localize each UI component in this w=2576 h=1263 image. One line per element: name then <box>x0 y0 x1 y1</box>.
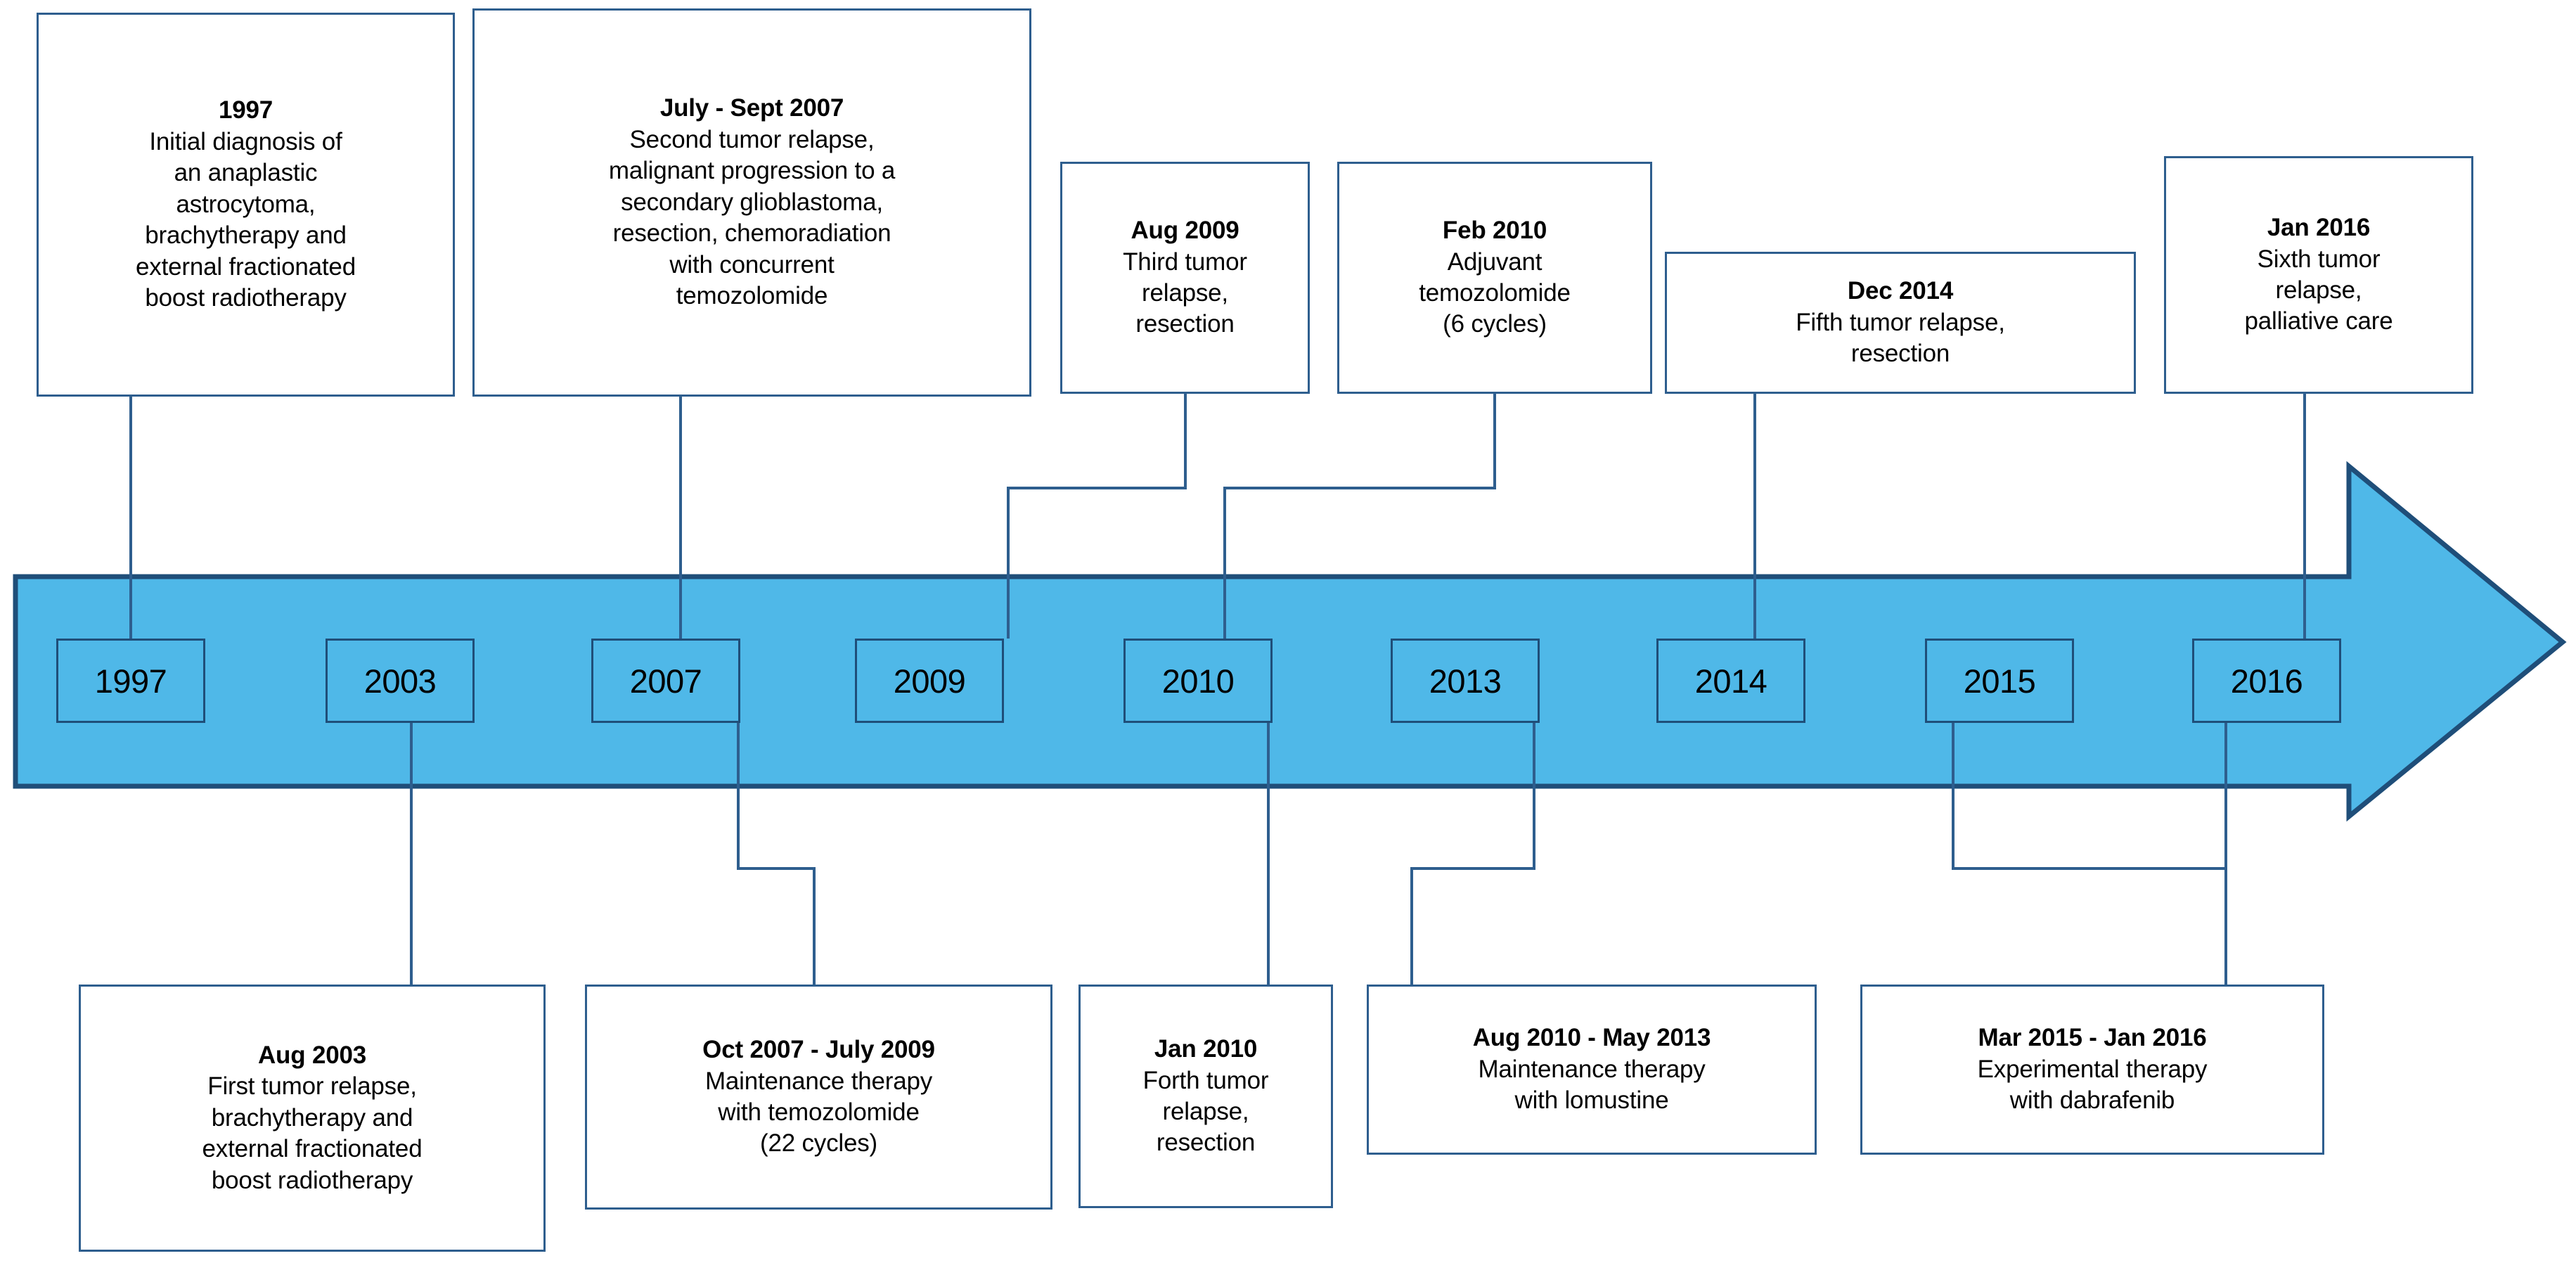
event-line: resection <box>1156 1129 1256 1157</box>
event-box-below-0[interactable]: Aug 2003 First tumor relapse, brachyther… <box>79 985 546 1252</box>
event-line: Second tumor relapse, <box>629 125 875 153</box>
event-line: boost radiotherapy <box>211 1166 413 1194</box>
event-line: resection <box>1135 310 1235 338</box>
event-line: with temozolomide <box>718 1098 920 1126</box>
event-title: Jan 2016 <box>2267 214 2371 242</box>
event-line: Fifth tumor relapse, <box>1796 308 2005 336</box>
event-line: Third tumor <box>1123 248 1247 276</box>
event-title: Feb 2010 <box>1442 217 1547 245</box>
event-line: malignant progression to a <box>608 157 896 185</box>
year-label: 1997 <box>94 662 167 700</box>
timeline-year-2016[interactable]: 2016 <box>2192 639 2341 723</box>
event-box-above-0[interactable]: 1997 Initial diagnosis of an anaplastic … <box>37 13 455 397</box>
event-line: relapse, <box>1162 1098 1249 1125</box>
event-box-above-4[interactable]: Dec 2014 Fifth tumor relapse, resection <box>1665 252 2136 394</box>
event-line: Sixth tumor <box>2257 245 2381 273</box>
event-line: First tumor relapse, <box>207 1072 417 1101</box>
event-line: temozolomide <box>676 282 828 310</box>
event-title: 1997 <box>218 96 273 124</box>
year-label: 2007 <box>629 662 702 700</box>
event-box-above-1[interactable]: July - Sept 2007 Second tumor relapse, m… <box>472 8 1031 397</box>
year-label: 2010 <box>1161 662 1235 700</box>
event-line: brachytherapy and <box>211 1103 413 1131</box>
event-title: Dec 2014 <box>1847 277 1954 305</box>
event-box-below-1[interactable]: Oct 2007 - July 2009 Maintenance therapy… <box>585 985 1052 1210</box>
event-line: relapse, <box>2275 276 2362 304</box>
event-line: secondary glioblastoma, <box>621 188 883 216</box>
event-line: palliative care <box>2244 307 2393 335</box>
event-line: Forth tumor <box>1142 1066 1269 1094</box>
connector-mar2015-jan2016 <box>1952 723 2227 986</box>
event-title: Aug 2003 <box>257 1041 367 1069</box>
event-line: external fractionated <box>136 252 356 281</box>
event-line: Initial diagnosis of <box>149 127 342 155</box>
event-line: brachytherapy and <box>145 222 347 250</box>
event-line: boost radiotherapy <box>145 284 347 312</box>
event-line: resection, chemoradiation <box>612 219 891 248</box>
year-label: 2016 <box>2230 662 2303 700</box>
event-box-above-3[interactable]: Feb 2010 Adjuvant temozolomide (6 cycles… <box>1337 162 1652 394</box>
event-box-below-4[interactable]: Mar 2015 - Jan 2016 Experimental therapy… <box>1860 985 2324 1155</box>
event-title: Aug 2010 - May 2013 <box>1472 1024 1711 1052</box>
event-line: with concurrent <box>669 250 835 278</box>
connector-feb-2010 <box>1223 394 1496 639</box>
timeline-year-2015[interactable]: 2015 <box>1925 639 2074 723</box>
event-line: temozolomide <box>1419 279 1571 307</box>
event-line: (22 cycles) <box>759 1129 877 1158</box>
year-label: 2014 <box>1694 662 1767 700</box>
event-line: with dabrafenib <box>2009 1086 2175 1115</box>
timeline-year-1997[interactable]: 1997 <box>56 639 205 723</box>
event-line: Experimental therapy <box>1977 1055 2208 1083</box>
event-title: July - Sept 2007 <box>659 94 844 122</box>
event-box-above-2[interactable]: Aug 2009 Third tumor relapse, resection <box>1060 162 1310 394</box>
event-line: external fractionated <box>202 1135 423 1163</box>
event-line: astrocytoma, <box>176 190 316 218</box>
connector-oct2007-july2009 <box>737 723 816 986</box>
event-box-below-3[interactable]: Aug 2010 - May 2013 Maintenance therapy … <box>1367 985 1817 1155</box>
timeline-year-2010[interactable]: 2010 <box>1123 639 1273 723</box>
timeline-year-2014[interactable]: 2014 <box>1656 639 1805 723</box>
event-box-below-2[interactable]: Jan 2010 Forth tumor relapse, resection <box>1078 985 1333 1208</box>
year-label: 2009 <box>893 662 966 700</box>
event-line: with lomustine <box>1514 1086 1669 1115</box>
event-line: relapse, <box>1142 279 1228 307</box>
year-label: 2013 <box>1429 662 1502 700</box>
event-title: Mar 2015 - Jan 2016 <box>1978 1024 2207 1052</box>
event-title: Aug 2009 <box>1131 217 1239 245</box>
year-label: 2015 <box>1963 662 2036 700</box>
timeline-year-2003[interactable]: 2003 <box>326 639 475 723</box>
event-line: Adjuvant <box>1447 248 1543 276</box>
event-line: (6 cycles) <box>1443 310 1547 338</box>
connector-aug2010-may2013 <box>1410 723 1535 986</box>
connector-aug-2009 <box>1007 394 1187 639</box>
timeline-year-2009[interactable]: 2009 <box>855 639 1004 723</box>
year-label: 2003 <box>363 662 437 700</box>
event-title: Oct 2007 - July 2009 <box>702 1036 935 1064</box>
timeline-year-2013[interactable]: 2013 <box>1391 639 1540 723</box>
event-box-above-5[interactable]: Jan 2016 Sixth tumor relapse, palliative… <box>2164 156 2473 394</box>
event-line: Maintenance therapy <box>1478 1055 1706 1083</box>
timeline-year-2007[interactable]: 2007 <box>591 639 740 723</box>
event-line: resection <box>1850 340 1950 368</box>
event-title: Jan 2010 <box>1154 1035 1258 1063</box>
event-line: an anaplastic <box>174 159 318 187</box>
event-line: Maintenance therapy <box>704 1067 933 1095</box>
